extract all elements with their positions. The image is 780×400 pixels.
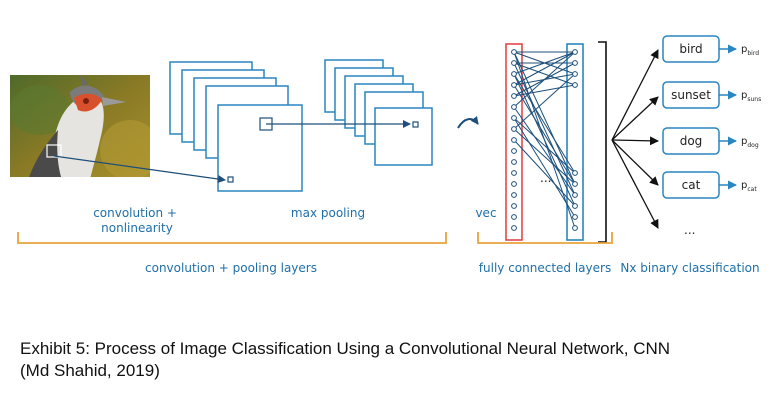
- fc-layer-bracket: [477, 232, 613, 244]
- conv-output-pixel: [227, 176, 234, 183]
- caption-title: Exhibit 5: Process of Image Classificati…: [20, 339, 671, 358]
- fc-node: [511, 71, 517, 77]
- fc-node: [572, 225, 578, 231]
- class-box-cat: cat pcat: [662, 171, 757, 199]
- fc-node: [511, 148, 517, 154]
- conv-arrow: [53, 155, 226, 183]
- fc-connection: [513, 139, 576, 207]
- class-prob: psuns: [741, 90, 761, 103]
- hidden-column: [566, 43, 584, 241]
- fc-node: [511, 214, 517, 220]
- figure-caption: Exhibit 5: Process of Image Classificati…: [20, 338, 770, 382]
- fc-node: [572, 214, 578, 220]
- class-label: cat: [682, 178, 701, 192]
- max-pooling-label: max pooling: [291, 206, 365, 220]
- fc-connection: [513, 51, 576, 229]
- fc-node: [572, 49, 578, 55]
- fc-node: [572, 60, 578, 66]
- fc-node: [572, 170, 578, 176]
- class-box-bird: bird pbird: [662, 35, 759, 63]
- fc-node: [511, 49, 517, 55]
- fc-node: [511, 225, 517, 231]
- fc-bracket: [598, 41, 607, 243]
- fc-connection: [513, 51, 576, 185]
- class-label: sunset: [671, 88, 711, 102]
- fc-node: [511, 60, 517, 66]
- input-patch: [46, 144, 62, 158]
- pool-output-pixel: [412, 121, 419, 128]
- fc-connections: [513, 51, 576, 229]
- fc-node: [511, 93, 517, 99]
- fc-node: [511, 181, 517, 187]
- fc-connection: [513, 73, 576, 130]
- conv-pool-layers-label: convolution + pooling layers: [145, 261, 317, 275]
- fc-connection: [513, 84, 576, 185]
- flatten-arrow: [457, 116, 479, 129]
- fc-node: [511, 159, 517, 165]
- class-box-sunset: sunset psuns: [662, 81, 761, 109]
- class-prob: pdog: [741, 136, 759, 149]
- binary-classification-label: Nx binary classification: [620, 261, 759, 275]
- class-box-dog: dog pdog: [662, 127, 759, 155]
- fc-node: [511, 203, 517, 209]
- convolution-label: convolution + nonlinearity: [93, 206, 181, 235]
- output-ellipsis: ...: [684, 223, 695, 237]
- fc-connection: [513, 106, 576, 196]
- fc-node: [511, 170, 517, 176]
- fc-nodes: [511, 49, 578, 231]
- fc-connection: [513, 62, 576, 86]
- fc-connection: [513, 117, 576, 174]
- class-prob: pbird: [741, 44, 759, 57]
- fc-node: [511, 126, 517, 132]
- fc-connection: [513, 51, 576, 108]
- output-fan: [611, 49, 659, 229]
- fc-connection: [513, 62, 576, 196]
- fc-node: [572, 71, 578, 77]
- class-label: bird: [679, 42, 702, 56]
- cnn-diagram: ... bird pbird sunset psuns dog pdog cat…: [10, 35, 761, 275]
- pool-feature-maps: [324, 59, 433, 166]
- fc-connection: [513, 117, 576, 218]
- fc-node: [572, 181, 578, 187]
- fc-node: [572, 82, 578, 88]
- fc-node: [511, 82, 517, 88]
- conv-pool-bracket: [17, 232, 447, 244]
- fc-node: [511, 115, 517, 121]
- fully-connected-layers-label: fully connected layers: [479, 261, 611, 275]
- fc-connection: [513, 51, 576, 86]
- fc-connection: [513, 84, 576, 97]
- hidden-ellipsis: ...: [540, 171, 551, 185]
- input-bird-photo: [10, 75, 150, 177]
- fc-node: [511, 137, 517, 143]
- vec-label: vec: [475, 206, 496, 220]
- fc-connection: [513, 51, 576, 75]
- vec-column: [505, 43, 523, 241]
- fc-node: [572, 192, 578, 198]
- fc-connection: [513, 128, 576, 185]
- caption-source: (Md Shahid, 2019): [20, 361, 160, 380]
- fc-node: [511, 104, 517, 110]
- fc-connection: [513, 73, 576, 174]
- fc-node: [572, 203, 578, 209]
- fc-node: [511, 192, 517, 198]
- conv-feature-maps: [169, 61, 303, 192]
- class-label: dog: [680, 134, 703, 148]
- class-prob: pcat: [741, 180, 757, 193]
